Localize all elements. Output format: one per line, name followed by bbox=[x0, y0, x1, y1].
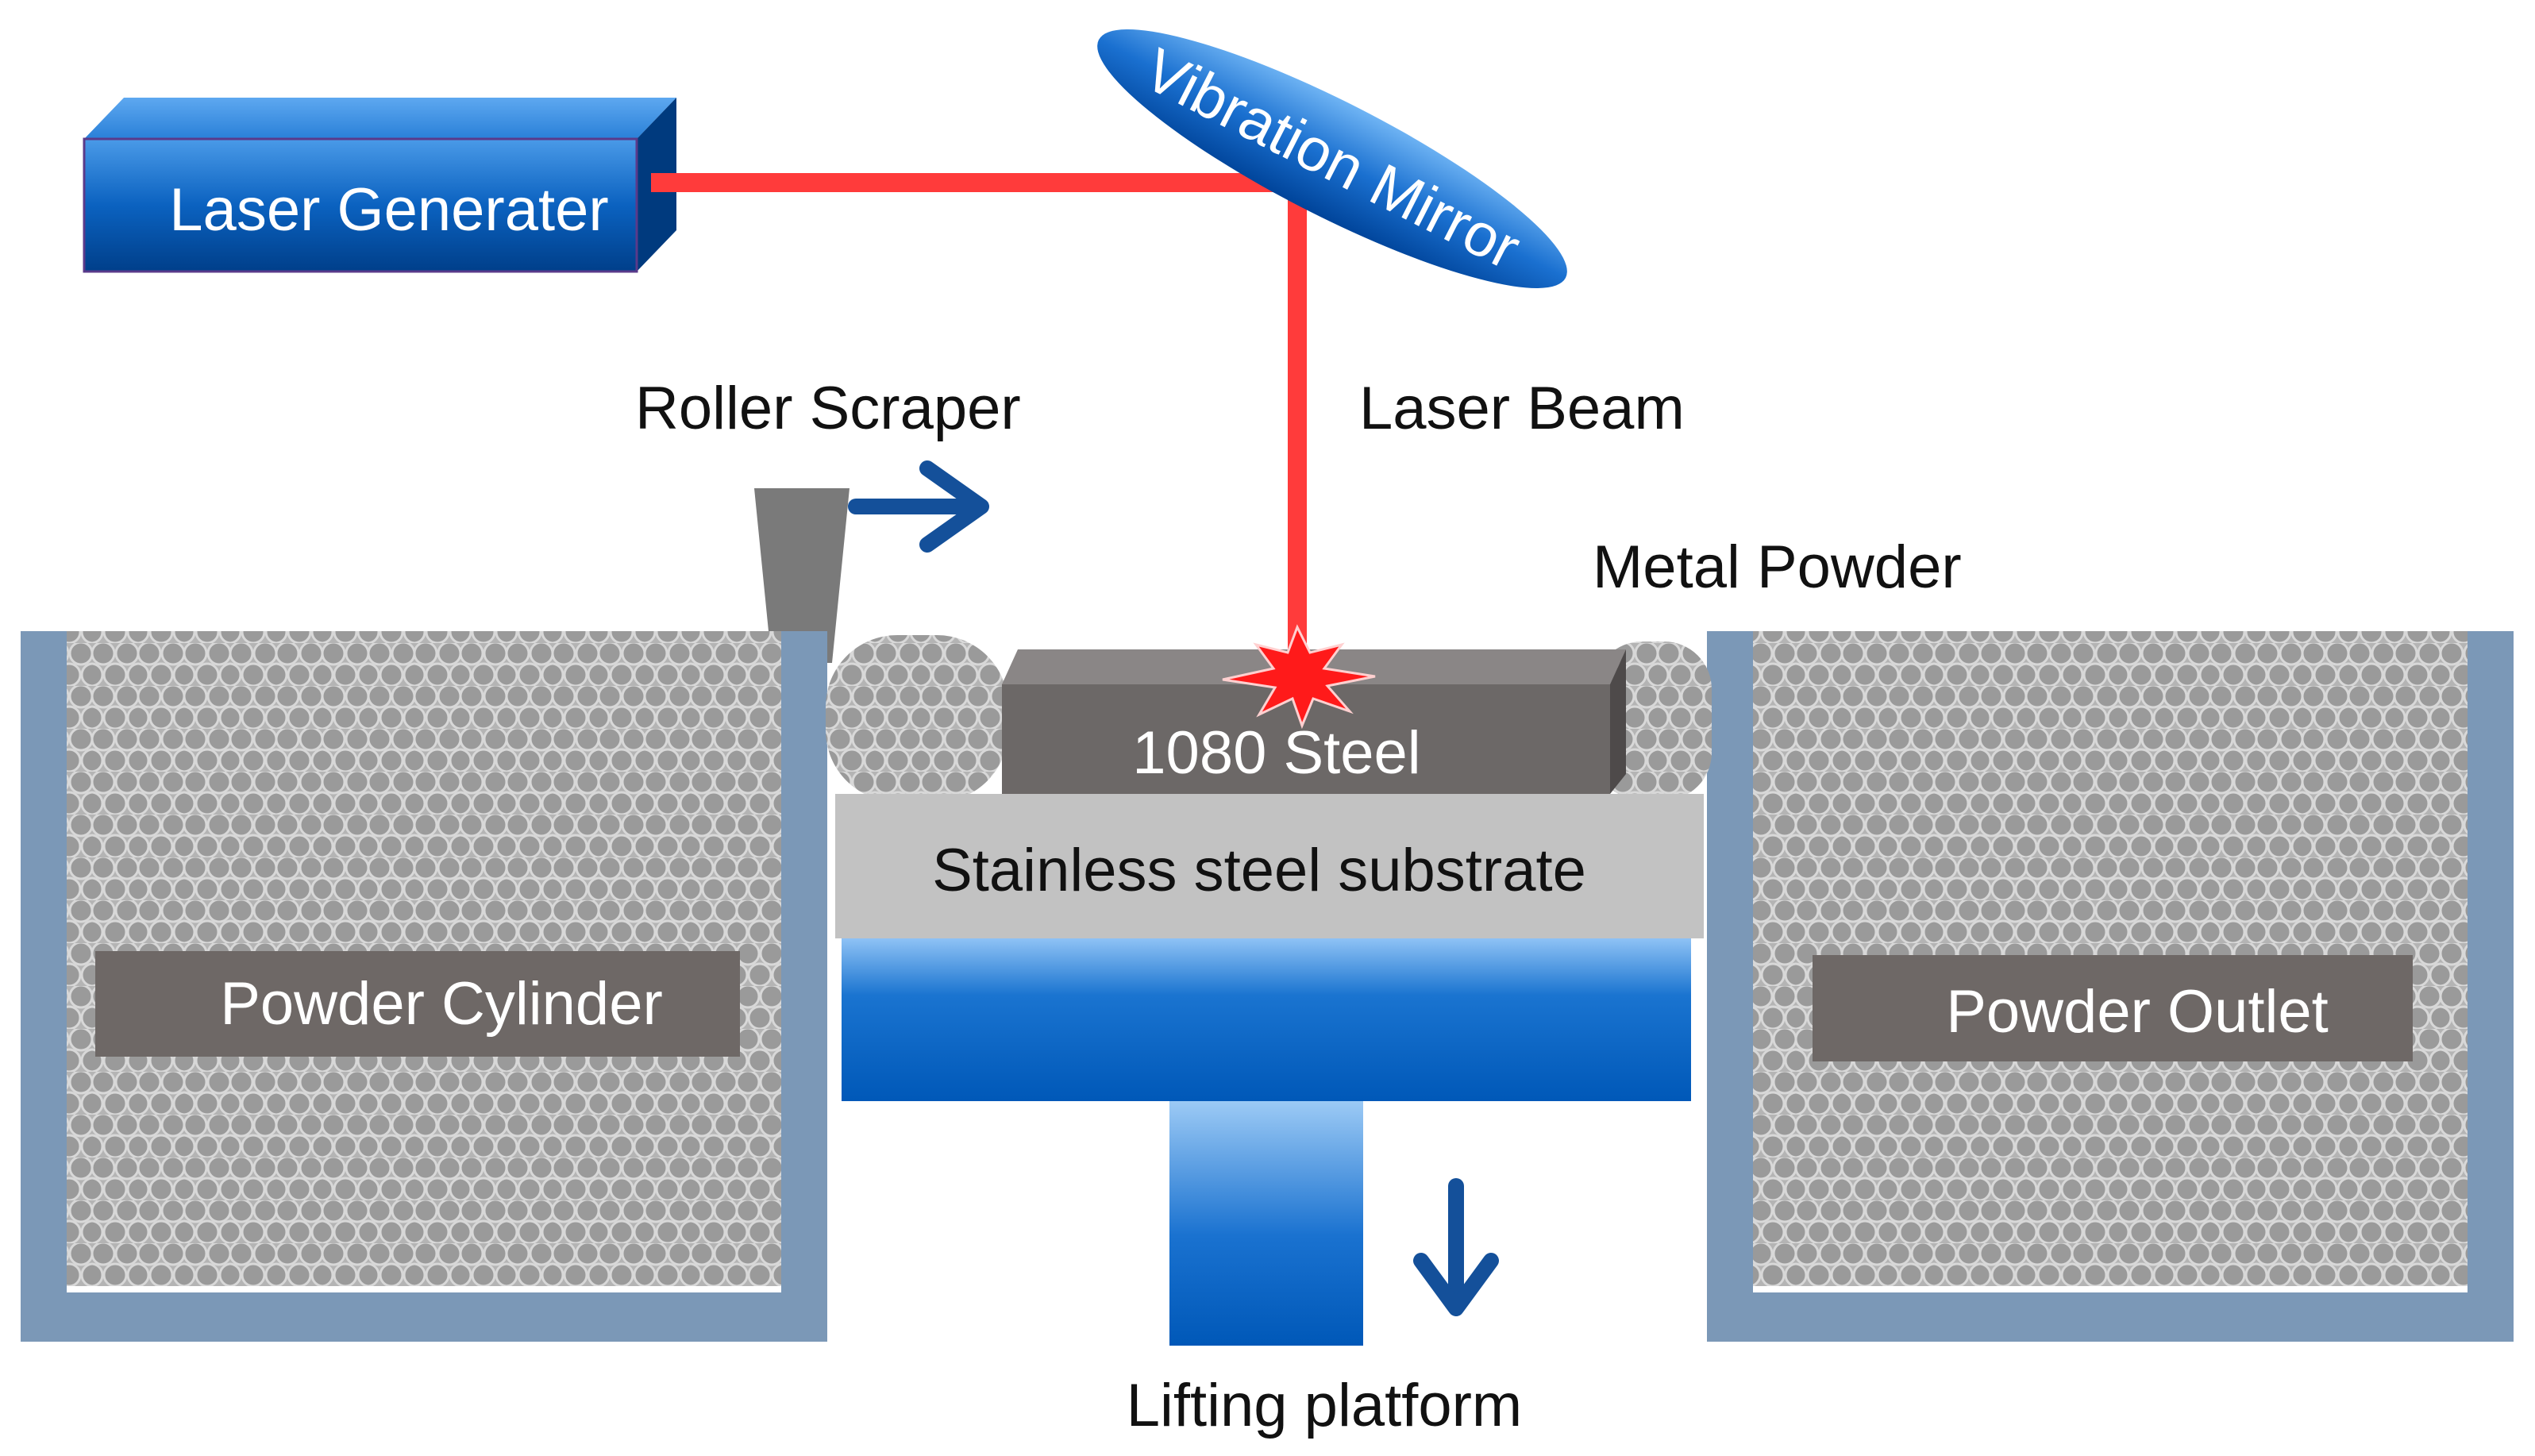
substrate-label: Stainless steel substrate bbox=[932, 837, 1586, 904]
metal-powder-label: Metal Powder bbox=[1593, 533, 1962, 601]
steel-block-label: 1080 Steel bbox=[1132, 719, 1420, 787]
laser-spot-burst-icon bbox=[1222, 624, 1376, 730]
vibration-mirror: Vibration Mirror bbox=[1097, 29, 1567, 288]
powder-heap-left bbox=[826, 635, 1008, 802]
powder-cylinder: Powder Cylinder bbox=[21, 631, 827, 1342]
powder-outlet-label: Powder Outlet bbox=[1946, 978, 2329, 1046]
platform-down-arrow-icon bbox=[1413, 1178, 1499, 1316]
lifting-platform bbox=[842, 938, 1691, 1346]
powder-outlet: Powder Outlet bbox=[1707, 631, 2514, 1342]
laser-beam bbox=[651, 173, 1307, 657]
powder-cylinder-label: Powder Cylinder bbox=[220, 970, 663, 1038]
stainless-steel-substrate: Stainless steel substrate bbox=[835, 794, 1704, 938]
scraper-motion-arrow-icon bbox=[848, 460, 989, 553]
laser-beam-label: Laser Beam bbox=[1359, 375, 1685, 442]
lifting-platform-label: Lifting platform bbox=[1127, 1372, 1522, 1439]
vibration-mirror-label: Vibration Mirror bbox=[1134, 36, 1531, 283]
roller-scraper-label: Roller Scraper bbox=[635, 375, 1021, 442]
powder-outlet-label-box bbox=[1813, 955, 2413, 1061]
powder-cylinder-label-box bbox=[95, 951, 740, 1057]
laser-generator-label: Laser Generater bbox=[169, 176, 608, 244]
laser-generator: Laser Generater bbox=[83, 98, 676, 273]
roller-scraper bbox=[754, 488, 849, 663]
